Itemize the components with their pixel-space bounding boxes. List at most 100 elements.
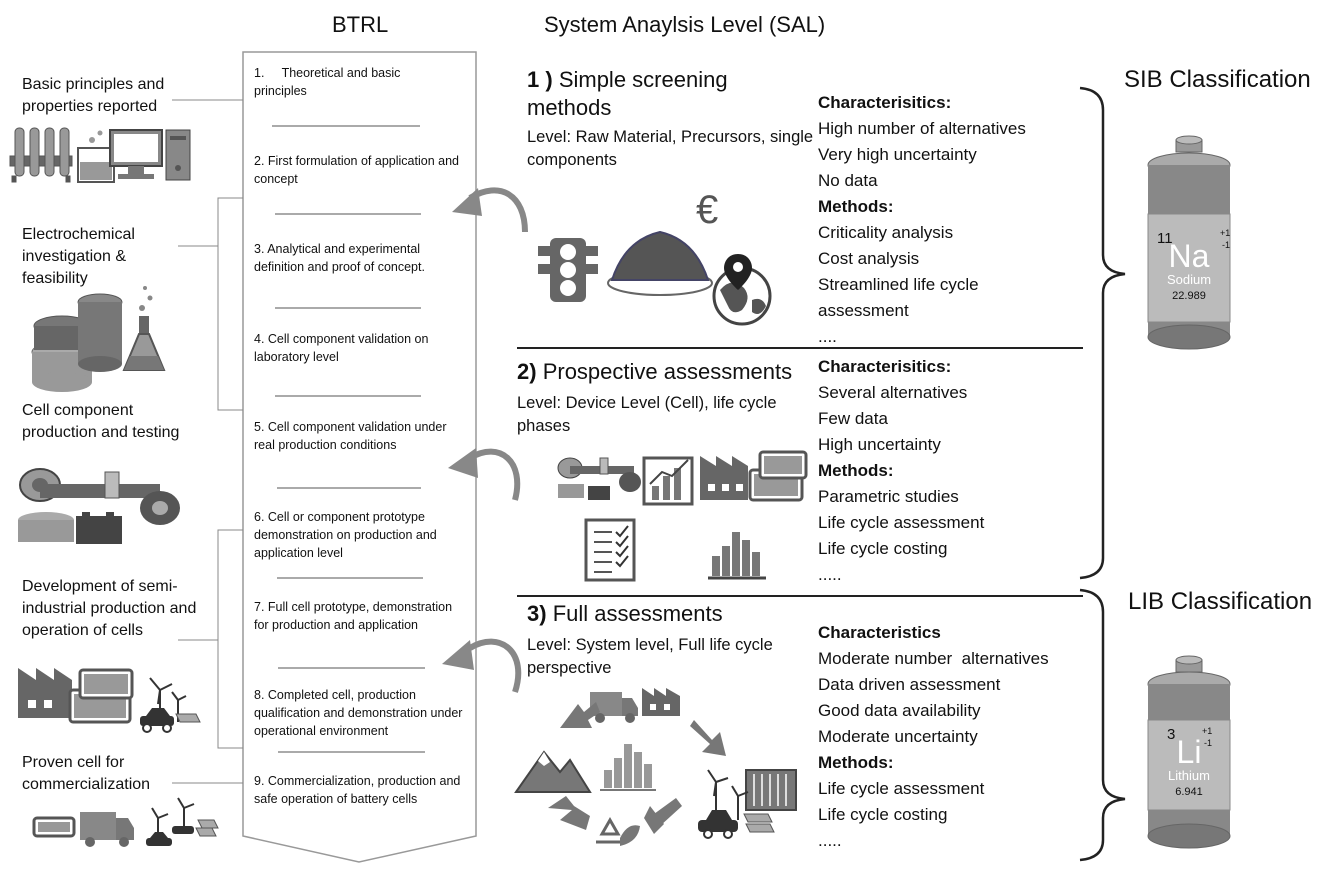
btrl-step-8: 8. Completed cell, production qualificat… xyxy=(254,688,463,738)
globe-pin-icon xyxy=(712,254,772,326)
sal-2-characteristics: Characterisitics: Several alternatives F… xyxy=(818,354,1078,588)
sal-2-level: Level: Device Level (Cell), life cycle p… xyxy=(517,394,777,435)
na-symbol: Na xyxy=(1168,238,1210,274)
battery-icon xyxy=(745,769,797,811)
sal-1-methods-heading: Methods: xyxy=(818,197,894,216)
factory-icon xyxy=(18,668,72,718)
sal-2-title: 2) Prospective assessments xyxy=(517,358,817,386)
sal-3-number: 3) xyxy=(527,601,547,626)
sal-3-char-item: Moderate number alternatives xyxy=(818,649,1049,668)
left-connectors xyxy=(172,99,243,784)
left-label-electrochemical: Electrochemical investigation & feasibil… xyxy=(22,226,135,287)
traffic-light-icon xyxy=(538,238,598,302)
factory-icon xyxy=(642,688,680,716)
sal-1-title-text: Simple screening methods xyxy=(527,67,728,120)
roll-machine-icon xyxy=(18,468,180,542)
sal-1-method-item: Streamlined life cycle assessment xyxy=(818,275,979,320)
car-icon xyxy=(140,708,201,733)
sal-2-char-heading: Characterisitics: xyxy=(818,357,952,376)
battery-icon xyxy=(76,512,122,544)
btrl-step-4: 4. Cell component validation on laborato… xyxy=(254,332,429,364)
btrl-step-7: 7. Full cell prototype, demonstration fo… xyxy=(254,600,453,632)
curved-arrow-icon xyxy=(442,638,522,693)
sal-1-title: 1 ) Simple screening methods xyxy=(527,66,787,122)
sal-1-number: 1 ) xyxy=(527,67,553,92)
truck-icon xyxy=(80,812,134,847)
sal-1-char-item: High number of alternatives xyxy=(818,119,1026,138)
battery-icon xyxy=(1147,655,1231,849)
btrl-separators xyxy=(272,125,425,753)
bar-chart-icon xyxy=(642,456,694,506)
left-label-basic-principles: Basic principles and properties reported xyxy=(22,76,165,115)
left-label-proven-cell: Proven cell for commercialization xyxy=(22,754,151,793)
sal-3-characteristics: Characteristics Moderate number alternat… xyxy=(818,620,1108,854)
sal-2-method-item: Parametric studies xyxy=(818,487,959,506)
curved-arrow-icon xyxy=(448,448,521,501)
sal-2-char-item: Several alternatives xyxy=(818,383,968,402)
sal-1-method-item: .... xyxy=(818,327,837,346)
battery-icon xyxy=(32,816,76,838)
wind-turbine-icon xyxy=(707,769,749,820)
battery-icon xyxy=(1147,135,1231,350)
beaker-icon xyxy=(77,130,115,183)
wind-turbine-icon xyxy=(149,677,187,722)
factory-icon xyxy=(700,456,748,500)
cycle-arrows xyxy=(548,702,726,834)
sal-1-method-item: Cost analysis xyxy=(818,249,920,268)
sal-2-char-item: Few data xyxy=(818,409,888,428)
sal-1-characteristics: Characterisitics: High number of alterna… xyxy=(818,90,1078,350)
sal-3-char-heading: Characteristics xyxy=(818,623,941,642)
sal-2-title-text: Prospective assessments xyxy=(542,359,793,384)
btrl-step-9: 9. Commercialization, production and saf… xyxy=(254,774,461,806)
sal-3-char-item: Data driven assessment xyxy=(818,675,1001,694)
sal-header: System Anaylsis Level (SAL) xyxy=(544,12,826,37)
roll-machine-icon xyxy=(557,457,641,500)
sal-2-method-item: Life cycle costing xyxy=(818,539,948,558)
li-atomic-number: 3 xyxy=(1167,726,1176,743)
bar-chart-icon xyxy=(600,744,656,791)
btrl-header: BTRL xyxy=(332,12,389,37)
sal-1-char-heading: Characterisitics: xyxy=(818,93,952,112)
sal-2-char-item: High uncertainty xyxy=(818,435,941,454)
battery-icon xyxy=(748,450,808,502)
btrl-chevron xyxy=(242,51,477,863)
sal-3-title-text: Full assessments xyxy=(552,601,723,626)
bracket-icon xyxy=(1079,588,1126,862)
flask-icon xyxy=(122,286,166,371)
sal-3-methods-heading: Methods: xyxy=(818,753,894,772)
bracket-icon xyxy=(1079,86,1126,580)
left-label-semi-industrial: Development of semi-industrial productio… xyxy=(22,578,197,639)
li-oxidation-minus: -1 xyxy=(1204,738,1213,748)
sal-3-title: 3) Full assessments xyxy=(527,600,807,628)
sal-3-char-item: Good data availability xyxy=(818,701,981,720)
li-mass: 6.941 xyxy=(1175,786,1203,798)
cylinders-icon xyxy=(31,293,123,392)
na-oxidation-minus: -1 xyxy=(1222,240,1231,250)
sib-classification-header: SIB Classification xyxy=(1124,66,1311,93)
sal-1-char-item: No data xyxy=(818,171,878,190)
recycle-icon xyxy=(596,816,640,846)
na-atomic-number: 11 xyxy=(1157,230,1173,247)
btrl-step-3: 3. Analytical and experimental definitio… xyxy=(254,242,425,274)
euro-icon: € xyxy=(696,188,719,232)
li-name: Lithium xyxy=(1168,768,1210,783)
test-tubes-icon xyxy=(9,127,73,183)
checklist-icon xyxy=(584,518,636,582)
sal-3-method-item: ..... xyxy=(818,831,842,850)
sal-1-char-item: Very high uncertainty xyxy=(818,145,977,164)
battery-icon xyxy=(68,668,134,724)
btrl-step-5: 5. Cell component validation under real … xyxy=(254,420,447,452)
powder-plate-icon xyxy=(607,230,713,296)
curved-arrow-icon xyxy=(452,187,528,233)
na-mass: 22.989 xyxy=(1172,290,1206,302)
btrl-step-2: 2. First formulation of application and … xyxy=(254,154,459,186)
sal-2-number: 2) xyxy=(517,359,537,384)
na-name: Sodium xyxy=(1166,272,1212,287)
mountain-icon xyxy=(514,750,592,793)
na-oxidation-plus: +1 xyxy=(1220,228,1231,238)
sal-2-method-item: Life cycle assessment xyxy=(818,513,985,532)
bar-chart-icon xyxy=(708,532,766,580)
sal-1-level: Level: Raw Material, Precursors, single … xyxy=(527,128,814,169)
sal-3-method-item: Life cycle assessment xyxy=(818,779,985,798)
